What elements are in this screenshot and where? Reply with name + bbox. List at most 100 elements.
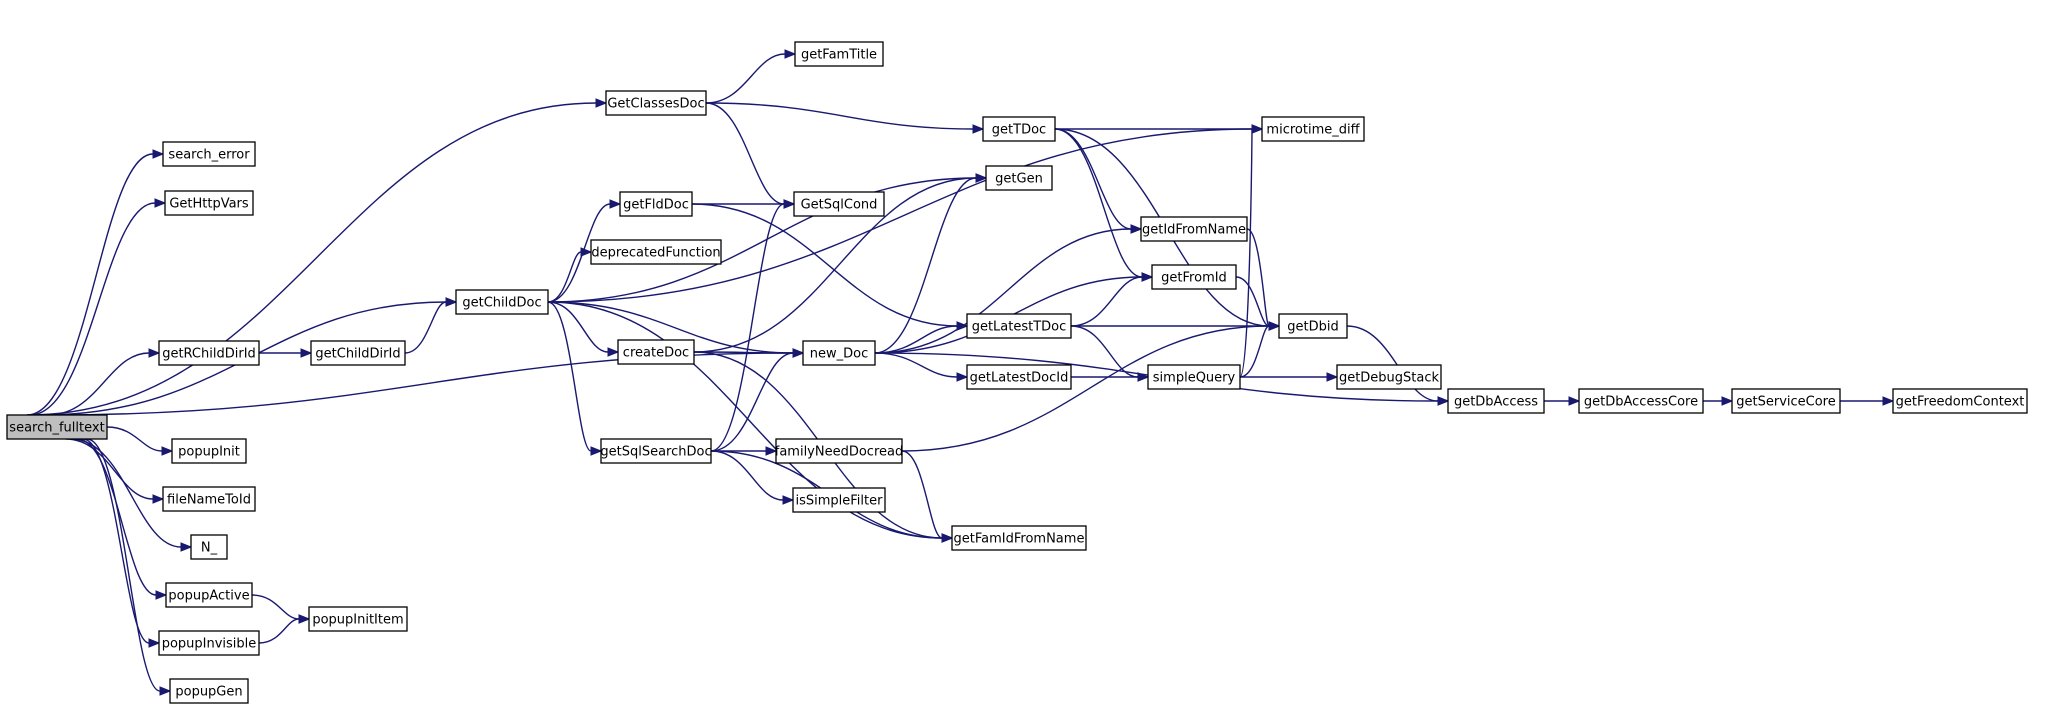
edge-getRChildDirId-to-getChildDirId [259,348,313,358]
node-getlatesttdoc[interactable]: getLatestTDoc [966,313,1072,339]
edge-search_fulltext-to-GetHttpVars [30,198,167,416]
node-box [165,582,253,608]
node-simplequery[interactable]: simpleQuery [1147,364,1241,390]
edge-getFromId-to-getDbid [1235,276,1281,331]
node-filenametoid[interactable]: fileNameToId [162,486,256,512]
edge-line [26,153,154,416]
node-label: popupInvisible [162,637,257,652]
node-microtime-diff[interactable]: microtime_diff [1261,116,1365,142]
node-getflddoc[interactable]: getFldDoc [619,191,693,217]
node-label: familyNeedDocread [775,445,903,460]
node-issimplefilter[interactable]: isSimpleFilter [792,487,886,513]
edge-simpleQuery-to-getDbid [1239,321,1281,378]
node-getclassesdoc[interactable]: GetClassesDoc [605,90,707,116]
edge-getLatestTDoc-to-getFromId [1070,272,1154,327]
edge-new_Doc-to-getLatestDocId [874,352,969,382]
arrowhead [1721,396,1734,406]
node-label: new_Doc [810,347,868,362]
node-label: getFromId [1161,271,1227,286]
arrowhead [445,297,458,307]
node-label: getDbAccessCore [1584,395,1698,410]
node-search-fulltext[interactable]: search_fulltext [6,414,108,440]
node-getsqlcond[interactable]: GetSqlCond [793,191,885,217]
arrowhead [595,98,608,108]
node-getgen[interactable]: getGen [985,165,1053,191]
edge-line [705,102,974,130]
arrowhead [1141,272,1154,282]
node-popupinvisible[interactable]: popupInvisible [158,630,260,656]
arrowhead [941,533,954,543]
node-label: microtime_diff [1266,123,1360,138]
node-popupgen[interactable]: popupGen [169,678,249,704]
node-getfamtitle[interactable]: getFamTitle [794,41,884,67]
node-getidfromname[interactable]: getIdFromName [1140,216,1248,242]
node-familyneeddocread[interactable]: familyNeedDocread [775,438,903,464]
node-popupinit[interactable]: popupInit [171,438,247,464]
node-getchilddoc[interactable]: getChildDoc [455,289,549,315]
edge-line [251,594,300,620]
edge-line [547,301,794,354]
node-box [951,525,1087,551]
node-box [308,606,408,632]
node-box [1151,264,1237,290]
node-gettdoc[interactable]: getTDoc [982,116,1056,142]
arrowhead [783,199,796,209]
node-box [310,340,406,366]
arrowhead [1568,396,1581,406]
edge-search_fulltext-to-popupInit [106,426,174,456]
node-getfamidfromname[interactable]: getFamIdFromName [951,525,1087,551]
edge-line [547,251,582,303]
edge-search_fulltext-to-GetClassesDoc [26,98,608,416]
edge-getIdFromName-to-getDbid [1246,228,1281,331]
node-deprecatedfunction[interactable]: deprecatedFunction [590,239,722,265]
node-popupactive[interactable]: popupActive [165,582,253,608]
node-getrchilddirid[interactable]: getRChildDirId [158,340,260,366]
node-popupinititem[interactable]: popupInitItem [308,606,408,632]
edge-line [1346,325,1439,402]
node-box [802,340,876,366]
node-getfreedomcontext[interactable]: getFreedomContext [1892,388,2028,414]
node-box [1140,216,1248,242]
node-getsqlsearchdoc[interactable]: getSqlSearchDoc [600,438,712,464]
edge-line [874,352,958,378]
node-label: getFreedomContext [1896,395,2025,410]
node-box [1278,313,1348,339]
edge-getSqlSearchDoc-to-new_Doc [710,348,805,452]
edge-line [1239,128,1253,378]
edge-line [26,102,597,416]
node-box [455,289,549,315]
node-n-[interactable]: N_ [190,534,228,560]
edge-getTDoc-to-microtime_diff [1055,124,1264,134]
node-search-error[interactable]: search_error [162,141,256,167]
node-new-doc[interactable]: new_Doc [802,340,876,366]
node-getdbaccess[interactable]: getDbAccess [1447,388,1545,414]
node-getchilddirid[interactable]: getChildDirId [310,340,406,366]
edge-line [693,177,977,353]
arrowhead [152,149,165,159]
node-createdoc[interactable]: createDoc [617,339,695,365]
node-box [1731,388,1841,414]
node-getservicecore[interactable]: getServiceCore [1731,388,1841,414]
arrowhead [161,446,174,456]
arrowhead [298,614,311,624]
edge-search_fulltext-to-popupInvisible [82,438,161,648]
edge-new_Doc-to-getLatestTDoc [874,321,969,354]
node-label: getChildDirId [315,347,400,362]
node-label: GetClassesDoc [607,97,704,112]
arrowhead [1882,396,1895,406]
node-gethttpvars[interactable]: GetHttpVars [164,190,254,216]
node-box [605,90,707,116]
edge-getChildDoc-to-getSqlSearchDoc [547,301,603,456]
node-label: isSimpleFilter [796,494,884,509]
node-getfromid[interactable]: getFromId [1151,264,1237,290]
arrowhead [590,446,603,456]
node-getlatestdocid[interactable]: getLatestDocId [966,364,1072,390]
node-getdebugstack[interactable]: getDebugStack [1336,364,1442,390]
node-getdbaccesscore[interactable]: getDbAccessCore [1578,388,1704,414]
node-box [617,339,695,365]
node-getdbid[interactable]: getDbid [1278,313,1348,339]
edge-line [874,325,958,354]
edge-line [547,128,1253,303]
node-label: GetHttpVars [169,197,249,212]
